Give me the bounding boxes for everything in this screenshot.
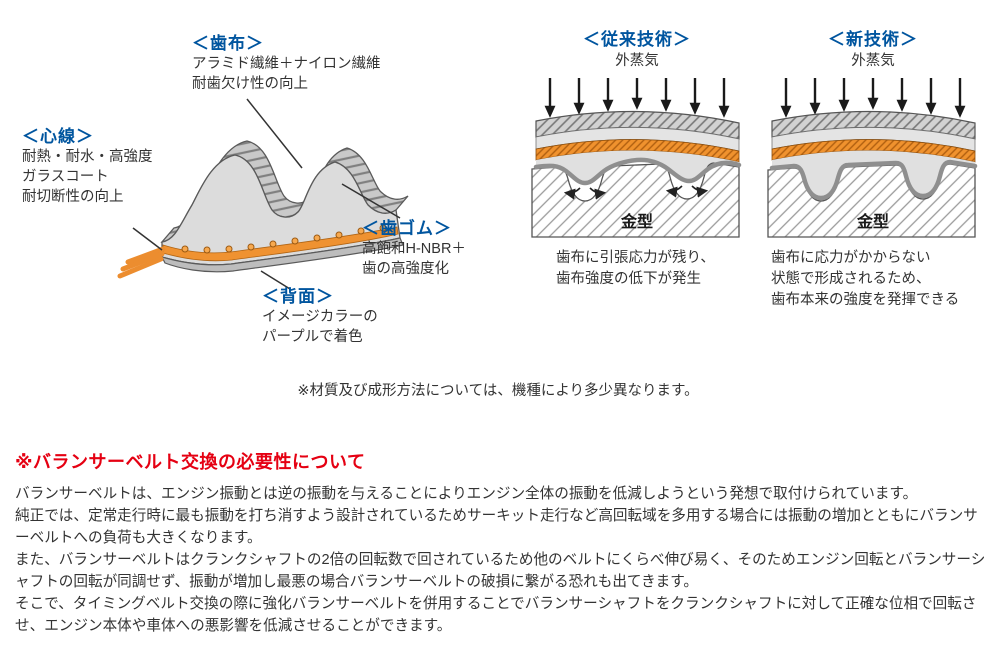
- conventional-mold-label: 金型: [620, 214, 653, 231]
- belt-cord-layer: [162, 226, 399, 262]
- conventional-steam-label: 外蒸気: [615, 53, 659, 69]
- material-note: ※材質及び成形方法については、機種により多少異なります。: [297, 383, 699, 399]
- belt-cutaway-illustration: [117, 98, 409, 290]
- tooth-fabric-membrane: [533, 157, 741, 186]
- new-caption: 歯布に応力がかからない 状態で形成されるため、 歯布本来の強度を発揮できる: [757, 248, 989, 311]
- new-molding-diagram: [766, 78, 977, 238]
- new-caption-line: 歯布本来の強度を発揮できる: [771, 292, 960, 308]
- body-paragraph: バランサーベルトは、エンジン振動とは逆の振動を与えることによりエンジン全体の振動…: [15, 486, 918, 502]
- tooth-rubber-region: [535, 150, 739, 183]
- conventional-caption-line: 歯布に引張応力が残り、: [556, 250, 715, 266]
- label-tooth-fabric-line: 耐歯欠け性の向上: [192, 76, 308, 92]
- label-back-surface-line: パープルで着色: [262, 329, 363, 345]
- conventional-molding-diagram: [530, 78, 741, 238]
- new-mold-label: 金型: [856, 214, 889, 231]
- pressure-arrows: [780, 78, 965, 118]
- label-tooth-fabric-line: アラミド繊維＋ナイロン繊維: [192, 56, 381, 72]
- tooth-fabric-membrane: [769, 159, 977, 201]
- replacement-section-heading: ※バランサーベルト交換の必要性について: [15, 452, 366, 472]
- conventional-caption: 歯布に引張応力が残り、 歯布強度の低下が発生: [521, 248, 753, 290]
- label-tooth-fabric: ＜歯布＞ アラミド繊維＋ナイロン繊維 耐歯欠け性の向上: [192, 33, 381, 94]
- pressure-arrows: [544, 78, 729, 118]
- tooth-rubber-region: [771, 150, 975, 198]
- conventional-tech-block: ＜従来技術＞ 外蒸気: [521, 30, 753, 290]
- label-back-surface: ＜背面＞ イメージカラーの パープルで着色: [262, 286, 378, 347]
- leader-lines: [132, 98, 401, 290]
- label-core-wire-line: 耐熱・耐水・高強度: [22, 149, 153, 165]
- conventional-caption-line: 歯布強度の低下が発生: [556, 271, 701, 287]
- replacement-section-body: バランサーベルトは、エンジン振動とは逆の振動を与えることによりエンジン全体の振動…: [15, 483, 989, 637]
- label-back-surface-line: イメージカラーの: [262, 309, 378, 325]
- label-core-wire-line: ガラスコート: [22, 169, 109, 185]
- new-tech-block: ＜新技術＞ 外蒸気: [757, 30, 989, 311]
- new-steam-label: 外蒸気: [851, 53, 895, 69]
- label-tooth-rubber-line: 高飽和H-NBR＋: [362, 241, 466, 257]
- label-back-surface-title: ＜背面＞: [262, 287, 334, 306]
- belt-back-band: [160, 237, 404, 273]
- new-caption-line: 歯布に応力がかからない: [771, 250, 931, 266]
- label-tooth-rubber-line: 歯の高強度化: [362, 261, 449, 277]
- label-core-wire-line: 耐切断性の向上: [22, 189, 124, 205]
- label-tooth-fabric-title: ＜歯布＞: [192, 34, 264, 53]
- body-paragraph: そこで、タイミングベルト交換の際に強化バランサーベルトを併用することでバランサー…: [15, 596, 977, 634]
- new-tech-title: ＜新技術＞: [828, 30, 918, 49]
- core-wire-cords: [117, 246, 166, 279]
- label-tooth-rubber: ＜歯ゴム＞ 高飽和H-NBR＋ 歯の高強度化: [362, 218, 466, 279]
- label-core-wire: ＜心線＞ 耐熱・耐水・高強度 ガラスコート 耐切断性の向上: [22, 126, 197, 207]
- new-caption-line: 状態で形成されるため、: [771, 271, 931, 287]
- stress-arrows: [563, 185, 708, 200]
- cord-ends: [181, 224, 387, 254]
- conventional-tech-title: ＜従来技術＞: [583, 30, 691, 49]
- label-tooth-rubber-title: ＜歯ゴム＞: [362, 219, 452, 238]
- body-paragraph: 純正では、定常走行時に最も振動を打ち消すよう設計されているためサーキット走行など…: [15, 508, 978, 546]
- body-paragraph: また、バランサーベルトはクランクシャフトの2倍の回転数で回されているため他のベル…: [15, 552, 986, 590]
- label-core-wire-title: ＜心線＞: [22, 127, 94, 146]
